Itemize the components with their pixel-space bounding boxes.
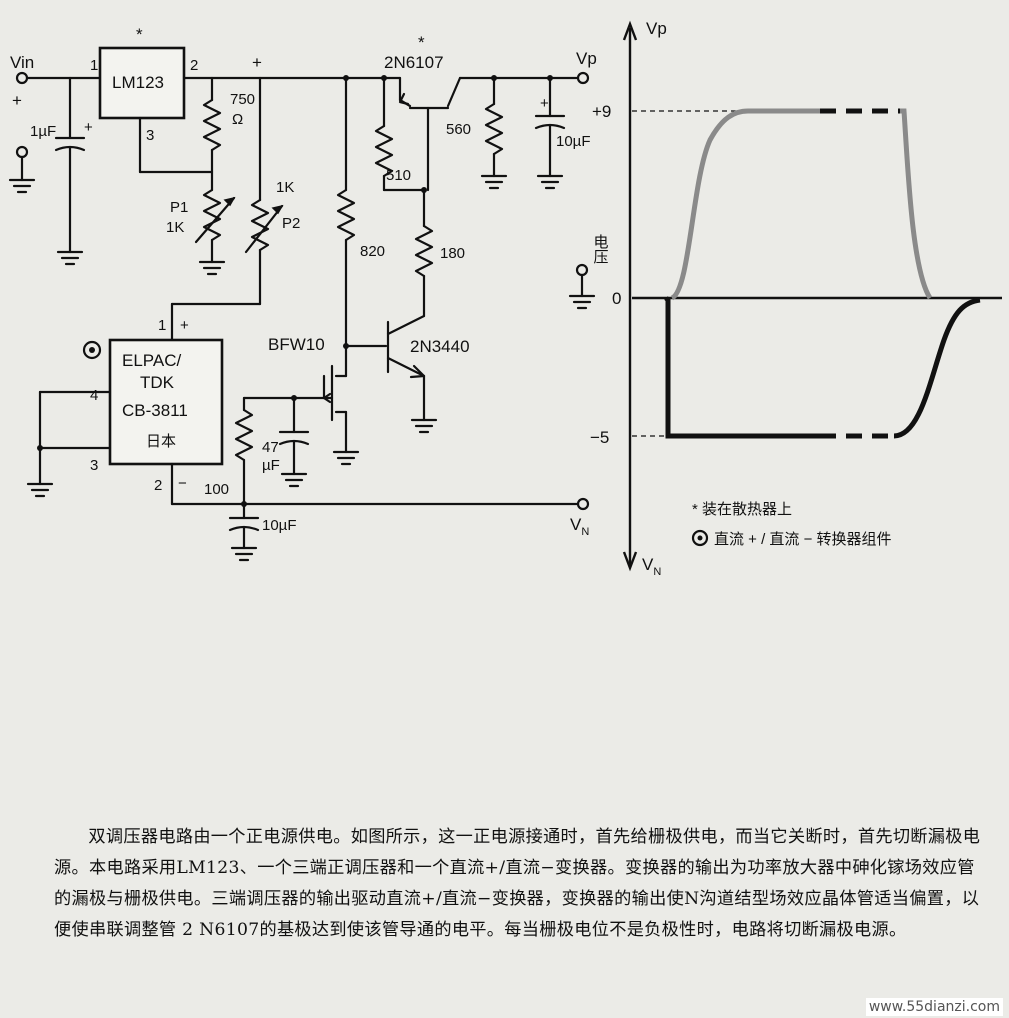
watermark-text: www.55dianzi.com <box>865 998 1003 1016</box>
p2-label: P2 <box>282 215 300 232</box>
vin-label: Vin <box>10 53 34 72</box>
svg-text:TDK: TDK <box>140 373 175 392</box>
axis-voltage-label: 电压 <box>592 234 609 264</box>
svg-text:1K: 1K <box>166 219 184 236</box>
svg-text:4: 4 <box>90 387 98 404</box>
axis-arrow-up-icon <box>622 20 638 41</box>
svg-text:−: − <box>178 475 187 492</box>
r820-label: 820 <box>360 243 385 260</box>
vn-label: VN <box>570 515 589 538</box>
potentiometer-icon <box>202 188 222 242</box>
r560-label: 560 <box>446 121 471 138</box>
ground-icon <box>410 418 438 434</box>
svg-text:+: + <box>180 317 189 334</box>
c-in-label: 1µF <box>30 123 56 140</box>
lm123-label: LM123 <box>112 73 164 92</box>
svg-text:Ω: Ω <box>232 111 243 128</box>
ground-icon <box>280 472 308 488</box>
fet-label: BFW10 <box>268 335 325 354</box>
svg-text:47: 47 <box>262 439 279 456</box>
svg-text:2: 2 <box>190 57 198 74</box>
svg-text:3: 3 <box>90 457 98 474</box>
vn-terminal <box>576 497 590 511</box>
circuit-diagram: Vin + 1µF + 1 LM123 * 2 3 + <box>8 25 597 562</box>
level-neg-label: −5 <box>590 428 609 447</box>
resistor-icon <box>414 224 434 278</box>
caption-paragraph: 双调压器电路由一个正电源供电。如图所示，这一正电源接通时，首先给栅极供电，而当它… <box>54 827 981 940</box>
vn-waveform <box>664 296 820 439</box>
potentiometer-icon <box>250 198 270 252</box>
ground-icon <box>26 482 54 498</box>
svg-text:1: 1 <box>90 57 98 74</box>
axis-arrow-down-icon <box>622 551 638 572</box>
p1-label: P1 <box>170 199 188 216</box>
vp-waveform <box>670 108 820 301</box>
c-out-label: 10µF <box>556 133 591 150</box>
ground-icon <box>568 294 596 310</box>
ground-icon <box>332 450 360 466</box>
resistor-icon <box>484 102 504 156</box>
svg-text:2: 2 <box>154 477 162 494</box>
lm123-regulator <box>98 46 186 120</box>
driver-label: 2N3440 <box>410 337 470 356</box>
lm123-star: * <box>136 25 143 44</box>
svg-text:+: + <box>540 95 549 112</box>
resistor-icon <box>374 124 394 178</box>
level-pos-label: +9 <box>592 102 611 121</box>
r100-label: 100 <box>204 481 229 498</box>
plus-rail-label: + <box>252 53 262 72</box>
resistor-icon <box>202 98 222 152</box>
axis-bottom-label: VN <box>642 555 661 578</box>
svg-text:ELPAC/: ELPAC/ <box>122 351 181 370</box>
r180-label: 180 <box>440 245 465 262</box>
svg-text:3: 3 <box>146 127 154 144</box>
ground-icon <box>536 174 564 190</box>
timing-diagram: Vp VN 电压 +9 0 −5 <box>590 19 1002 578</box>
dc-dc-converter <box>108 338 224 466</box>
resistor-icon <box>234 408 254 462</box>
vin-plus: + <box>12 91 22 110</box>
c10n-label: 10µF <box>262 517 297 534</box>
vp-terminal <box>576 71 590 85</box>
svg-text:+: + <box>84 119 93 136</box>
pass-transistor-label: 2N6107 <box>384 53 444 72</box>
vin-terminal <box>15 71 29 85</box>
vp-label: Vp <box>576 49 597 68</box>
legend-converter: 直流 + / 直流 − 转换器组件 <box>714 531 892 548</box>
converter-marker-icon <box>691 529 709 547</box>
svg-text:*: * <box>418 33 425 52</box>
ground-icon <box>198 260 226 276</box>
resistor-icon <box>336 188 356 242</box>
ground-icon <box>8 178 36 194</box>
r510-label: 510 <box>386 167 411 184</box>
axis-top-label: Vp <box>646 19 667 38</box>
converter-marker-icon <box>82 340 102 360</box>
level-zero-label: 0 <box>612 289 621 308</box>
r750-label: 750 <box>230 91 255 108</box>
ground-icon <box>230 546 258 562</box>
p2-value: 1K <box>276 179 294 196</box>
ground-icon <box>56 250 84 266</box>
svg-text:CB-3811: CB-3811 <box>122 401 188 420</box>
svg-text:日本: 日本 <box>146 433 176 450</box>
legend: * 装在散热器上 直流 + / 直流 − 转换器组件 <box>691 501 892 548</box>
svg-text:1: 1 <box>158 317 166 334</box>
ground-icon <box>480 174 508 190</box>
svg-text:µF: µF <box>262 457 280 474</box>
legend-heatsink: * 装在散热器上 <box>692 501 792 518</box>
